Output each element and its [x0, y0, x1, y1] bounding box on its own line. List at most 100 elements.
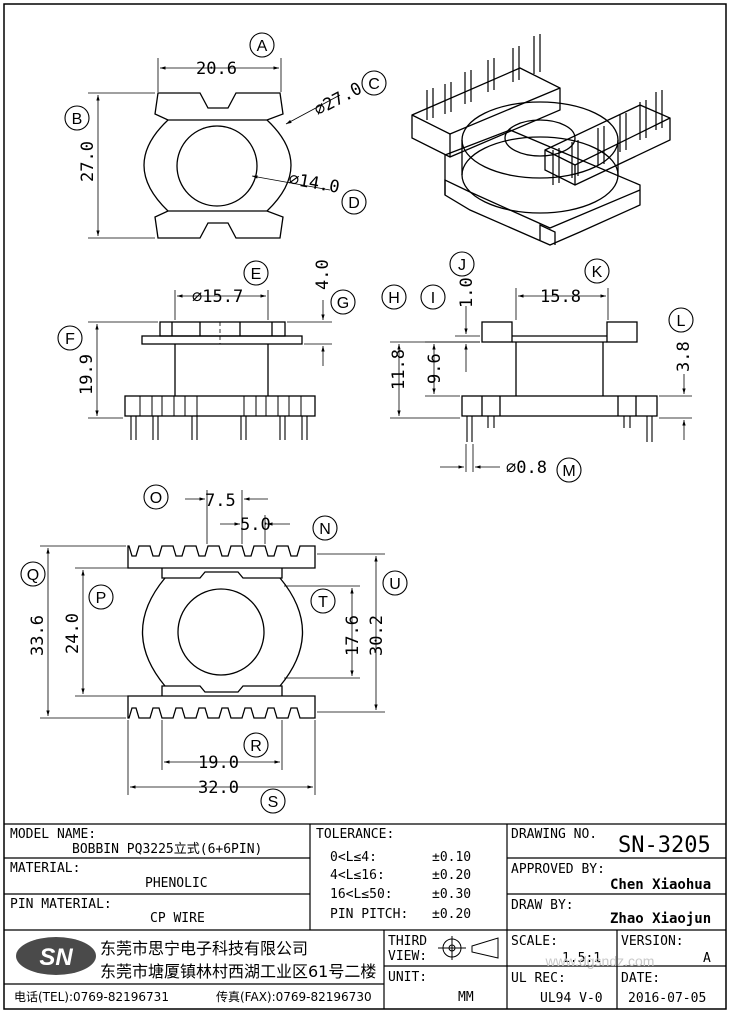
callout-label-i: I: [431, 290, 435, 307]
callout-label-s: S: [268, 794, 279, 811]
draw-by-value: Zhao Xiaojun: [610, 911, 711, 927]
dim-l: 3.8: [674, 341, 694, 372]
callout-label-n: N: [319, 521, 331, 538]
tolerance-value-3: ±0.30: [432, 887, 471, 902]
tolerance-label: TOLERANCE:: [316, 827, 394, 842]
drawing-no-label: DRAWING NO.: [511, 827, 597, 842]
company-name: 东莞市思宁电子科技有限公司: [100, 939, 308, 958]
top-view: [143, 92, 292, 239]
callout-label-b: B: [72, 111, 83, 128]
callout-circle-c: [361, 70, 387, 96]
dim-m: ⌀0.8: [506, 458, 547, 478]
callout-circle-e: [243, 260, 269, 286]
callout-circle-h: [381, 284, 407, 310]
callout-circle-o: [143, 484, 169, 510]
callout-circle-i: [420, 284, 446, 310]
tolerance-range-2: 4<L≤16:: [330, 868, 385, 883]
dim-o: 7.5: [205, 491, 236, 511]
callout-circle-p: [88, 584, 114, 610]
front-view: [124, 321, 316, 440]
version-value: A: [703, 951, 711, 966]
dim-e: ⌀15.7: [192, 287, 243, 307]
callout-circle-s: [260, 788, 286, 814]
third-angle-projection-icon: [438, 936, 499, 960]
dim-t: 17.6: [343, 615, 363, 656]
callout-circle-r: [243, 732, 269, 758]
front-view-dimensions: [88, 290, 332, 419]
dim-i: 9.6: [425, 353, 445, 384]
scale-label: SCALE:: [511, 934, 558, 949]
callout-circle-b: [64, 105, 90, 131]
callout-label-l: L: [677, 313, 686, 330]
pin-material-label: PIN MATERIAL:: [10, 897, 112, 912]
date-value: 2016-07-05: [628, 991, 706, 1006]
dim-n: 5.0: [240, 515, 271, 535]
unit-value: MM: [458, 990, 474, 1005]
callout-label-j: J: [458, 257, 466, 274]
callout-circle-j: [449, 251, 475, 277]
tolerance-range-1: 0<L≤4:: [330, 850, 377, 865]
callout-circle-a: [249, 32, 275, 58]
unit-label: UNIT:: [388, 970, 427, 985]
callout-label-t: T: [318, 594, 328, 611]
dim-b: 27.0: [78, 141, 98, 182]
tolerance-range-3: 16<L≤50:: [330, 887, 393, 902]
callout-label-o: O: [150, 490, 162, 507]
company-logo-text: SN: [39, 944, 73, 971]
side-view: [461, 321, 658, 442]
callout-label-p: P: [96, 590, 107, 607]
draw-by-label: DRAW BY:: [511, 898, 574, 913]
callout-circle-g: [330, 289, 356, 315]
callout-circle-u: [382, 570, 408, 596]
third-view-label-1: THIRD: [388, 934, 427, 949]
callout-circle-k: [584, 258, 610, 284]
company-logo: [16, 937, 96, 975]
callout-circle-l: [668, 307, 694, 333]
dim-a: 20.6: [196, 59, 237, 79]
callout-label-a: A: [257, 38, 268, 55]
third-view-label-2: VIEW:: [388, 949, 427, 964]
dim-f: 19.9: [77, 354, 97, 395]
callout-label-c: C: [368, 76, 380, 93]
pin-material-value: CP WIRE: [150, 911, 205, 926]
company-address: 东莞市塘厦镇林村西湖工业区61号二楼: [100, 962, 376, 981]
dim-h: 11.8: [389, 349, 409, 390]
sheet-border: [3, 3, 727, 1010]
callout-label-d: D: [348, 195, 360, 212]
callout-label-h: H: [388, 290, 400, 307]
callout-circle-q: [20, 561, 46, 587]
callout-label-m: M: [562, 463, 575, 480]
material-label: MATERIAL:: [10, 861, 80, 876]
dim-c: ⌀27.0: [311, 79, 366, 121]
callout-label-f: F: [65, 331, 75, 348]
bottom-view-dimensions: [40, 490, 385, 795]
callout-label-q: Q: [27, 567, 39, 584]
version-label: VERSION:: [621, 934, 684, 949]
dim-k: 15.8: [540, 287, 581, 307]
dim-s: 32.0: [198, 778, 239, 798]
model-name-label: MODEL NAME:: [10, 827, 96, 842]
bottom-view: [127, 545, 316, 719]
company-tel: 电话(TEL):0769-82196731: [14, 990, 169, 1004]
callout-label-k: K: [592, 264, 603, 281]
ul-rec-value: UL94 V-0: [540, 991, 603, 1006]
callout-label-g: G: [337, 295, 349, 312]
scale-value: 1.5:1: [562, 951, 601, 966]
callout-circle-t: [310, 588, 336, 614]
side-view-dimensions: [390, 288, 692, 472]
tolerance-range-4: PIN PITCH:: [330, 907, 408, 922]
dim-u: 30.2: [367, 615, 387, 656]
callout-label-e: E: [251, 266, 262, 283]
watermark: www.dgsndz.com: [545, 953, 655, 969]
tolerance-value-1: ±0.10: [432, 850, 471, 865]
approved-by-value: Chen Xiaohua: [610, 877, 711, 893]
top-view-dimensions: [88, 58, 341, 239]
callout-label-r: R: [250, 738, 262, 755]
material-value: PHENOLIC: [145, 876, 208, 891]
callout-circle-f: [57, 325, 83, 351]
tolerance-value-2: ±0.20: [432, 868, 471, 883]
dim-r: 19.0: [198, 753, 239, 773]
isometric-view: [411, 34, 671, 246]
